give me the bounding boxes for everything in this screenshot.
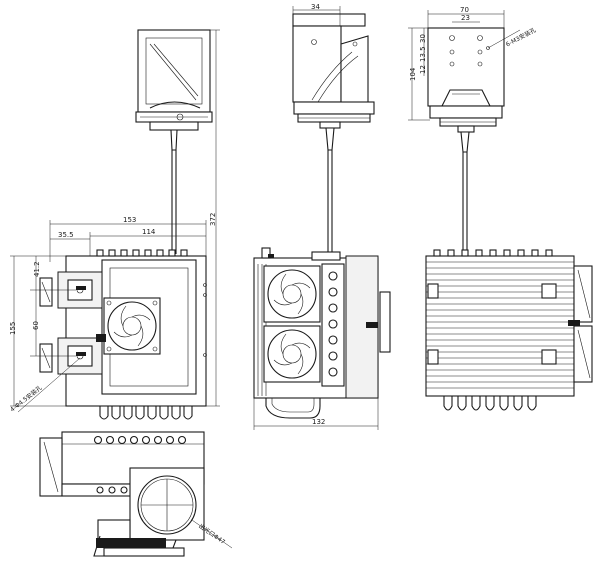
bottom-view: 出光口Φ47 [39, 431, 233, 557]
note-6-m3: 6-M3安装孔 [504, 26, 537, 49]
note-4-m4-5: 4-Φ4.5安装孔 [8, 384, 43, 414]
front-top-pins [96, 249, 188, 257]
dim-70: 70 [460, 6, 469, 14]
dim-35-5: 35.5 [58, 231, 74, 239]
rear-top-pins [433, 249, 553, 257]
dim-13-5: 13.5 [419, 46, 427, 62]
dim-60: 60 [32, 321, 40, 330]
dim-41-2: 41.2 [33, 261, 41, 277]
front-top-module [135, 29, 213, 131]
dim-104: 104 [409, 67, 417, 81]
rear-heatpipes [443, 396, 537, 411]
side-fan-lower [263, 325, 321, 383]
dim-155: 155 [9, 322, 17, 335]
light-outlet-circle [137, 475, 197, 535]
front-side-mounts [39, 271, 103, 375]
side-dimensions: 34 132 [253, 3, 379, 430]
dim-34: 34 [311, 3, 320, 11]
front-connector-block [96, 334, 106, 342]
dim-153: 153 [123, 216, 136, 224]
dim-12: 12 [419, 65, 427, 74]
dim-132: 132 [312, 418, 325, 426]
dim-372: 372 [209, 213, 217, 226]
rear-view: 70 23 30 13.5 12 104 6-M3安装孔 [408, 6, 593, 411]
rear-heatsink [425, 249, 593, 411]
rear-top-module [427, 27, 505, 133]
side-main-body [253, 247, 391, 419]
dim-30: 30 [419, 34, 427, 43]
front-fan [103, 297, 161, 355]
front-view: 153 114 35.5 372 155 41.2 60 [8, 29, 220, 420]
bottom-view-ports [93, 435, 187, 445]
dim-23: 23 [461, 14, 470, 22]
side-ports [328, 271, 338, 377]
side-top-module [292, 13, 375, 129]
front-heatpipes [99, 406, 193, 420]
side-fan-upper [263, 265, 321, 323]
rear-fiber-rod [460, 131, 470, 254]
side-fiber-rod [325, 127, 335, 254]
side-view: 34 132 [253, 3, 391, 430]
dim-114: 114 [142, 228, 156, 236]
front-main-body [39, 249, 207, 420]
front-fiber-rod [170, 129, 178, 254]
